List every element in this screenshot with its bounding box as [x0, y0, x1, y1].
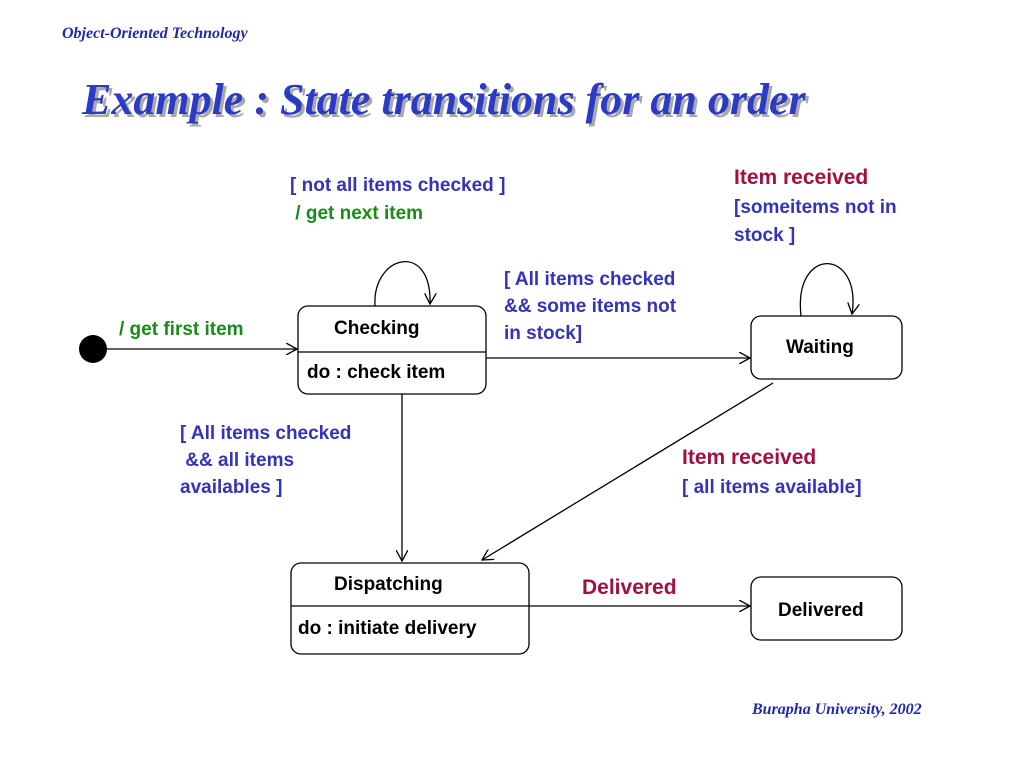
- waiting-self-loop: [799, 263, 853, 317]
- delivered-state-name: Delivered: [778, 600, 864, 621]
- waiting-self-guard-line1: [someitems not in: [734, 197, 897, 218]
- slide-footer: Burapha University, 2002: [752, 701, 922, 718]
- dispatching-state-name: Dispatching: [334, 574, 443, 595]
- state-checking: [297, 305, 487, 395]
- checking-to-waiting-guard-line2: && some items not: [504, 296, 677, 317]
- checking-to-dispatching-guard-line2: && all items: [180, 450, 295, 471]
- waiting-self-event: Item received: [734, 166, 869, 189]
- dispatching-state-activity: do : initiate delivery: [298, 618, 477, 639]
- dispatching-to-delivered-event: Delivered: [582, 576, 677, 599]
- checking-self-action: / get next item: [290, 203, 424, 224]
- checking-self-guard: [ not all items checked ]: [290, 175, 506, 196]
- waiting-to-dispatching-guard: [ all items available]: [682, 477, 862, 498]
- checking-self-loop: [374, 261, 430, 307]
- waiting-to-dispatching-event: Item received: [682, 446, 817, 469]
- checking-to-waiting-guard-line3: in stock]: [504, 323, 583, 344]
- checking-state-name: Checking: [334, 318, 420, 339]
- checking-state-activity: do : check item: [307, 362, 446, 383]
- slide-header: Object-Oriented Technology: [62, 25, 248, 42]
- checking-to-waiting-guard-line1: [ All items checked: [504, 269, 676, 290]
- waiting-self-guard-line2: stock ]: [734, 225, 796, 246]
- waiting-to-dispatching-arrow: [482, 382, 774, 560]
- checking-to-dispatching-guard-line1: [ All items checked: [180, 423, 352, 444]
- initial-transition-label: / get first item: [119, 319, 244, 340]
- state-dispatching: [290, 562, 530, 655]
- state-waiting: [750, 315, 903, 380]
- state-delivered: [750, 576, 903, 641]
- slide-title: Example : State transitions for an order: [82, 75, 806, 124]
- waiting-state-name: Waiting: [786, 337, 854, 358]
- initial-state-dot: [79, 335, 107, 363]
- checking-to-dispatching-guard-line3: availables ]: [180, 477, 283, 498]
